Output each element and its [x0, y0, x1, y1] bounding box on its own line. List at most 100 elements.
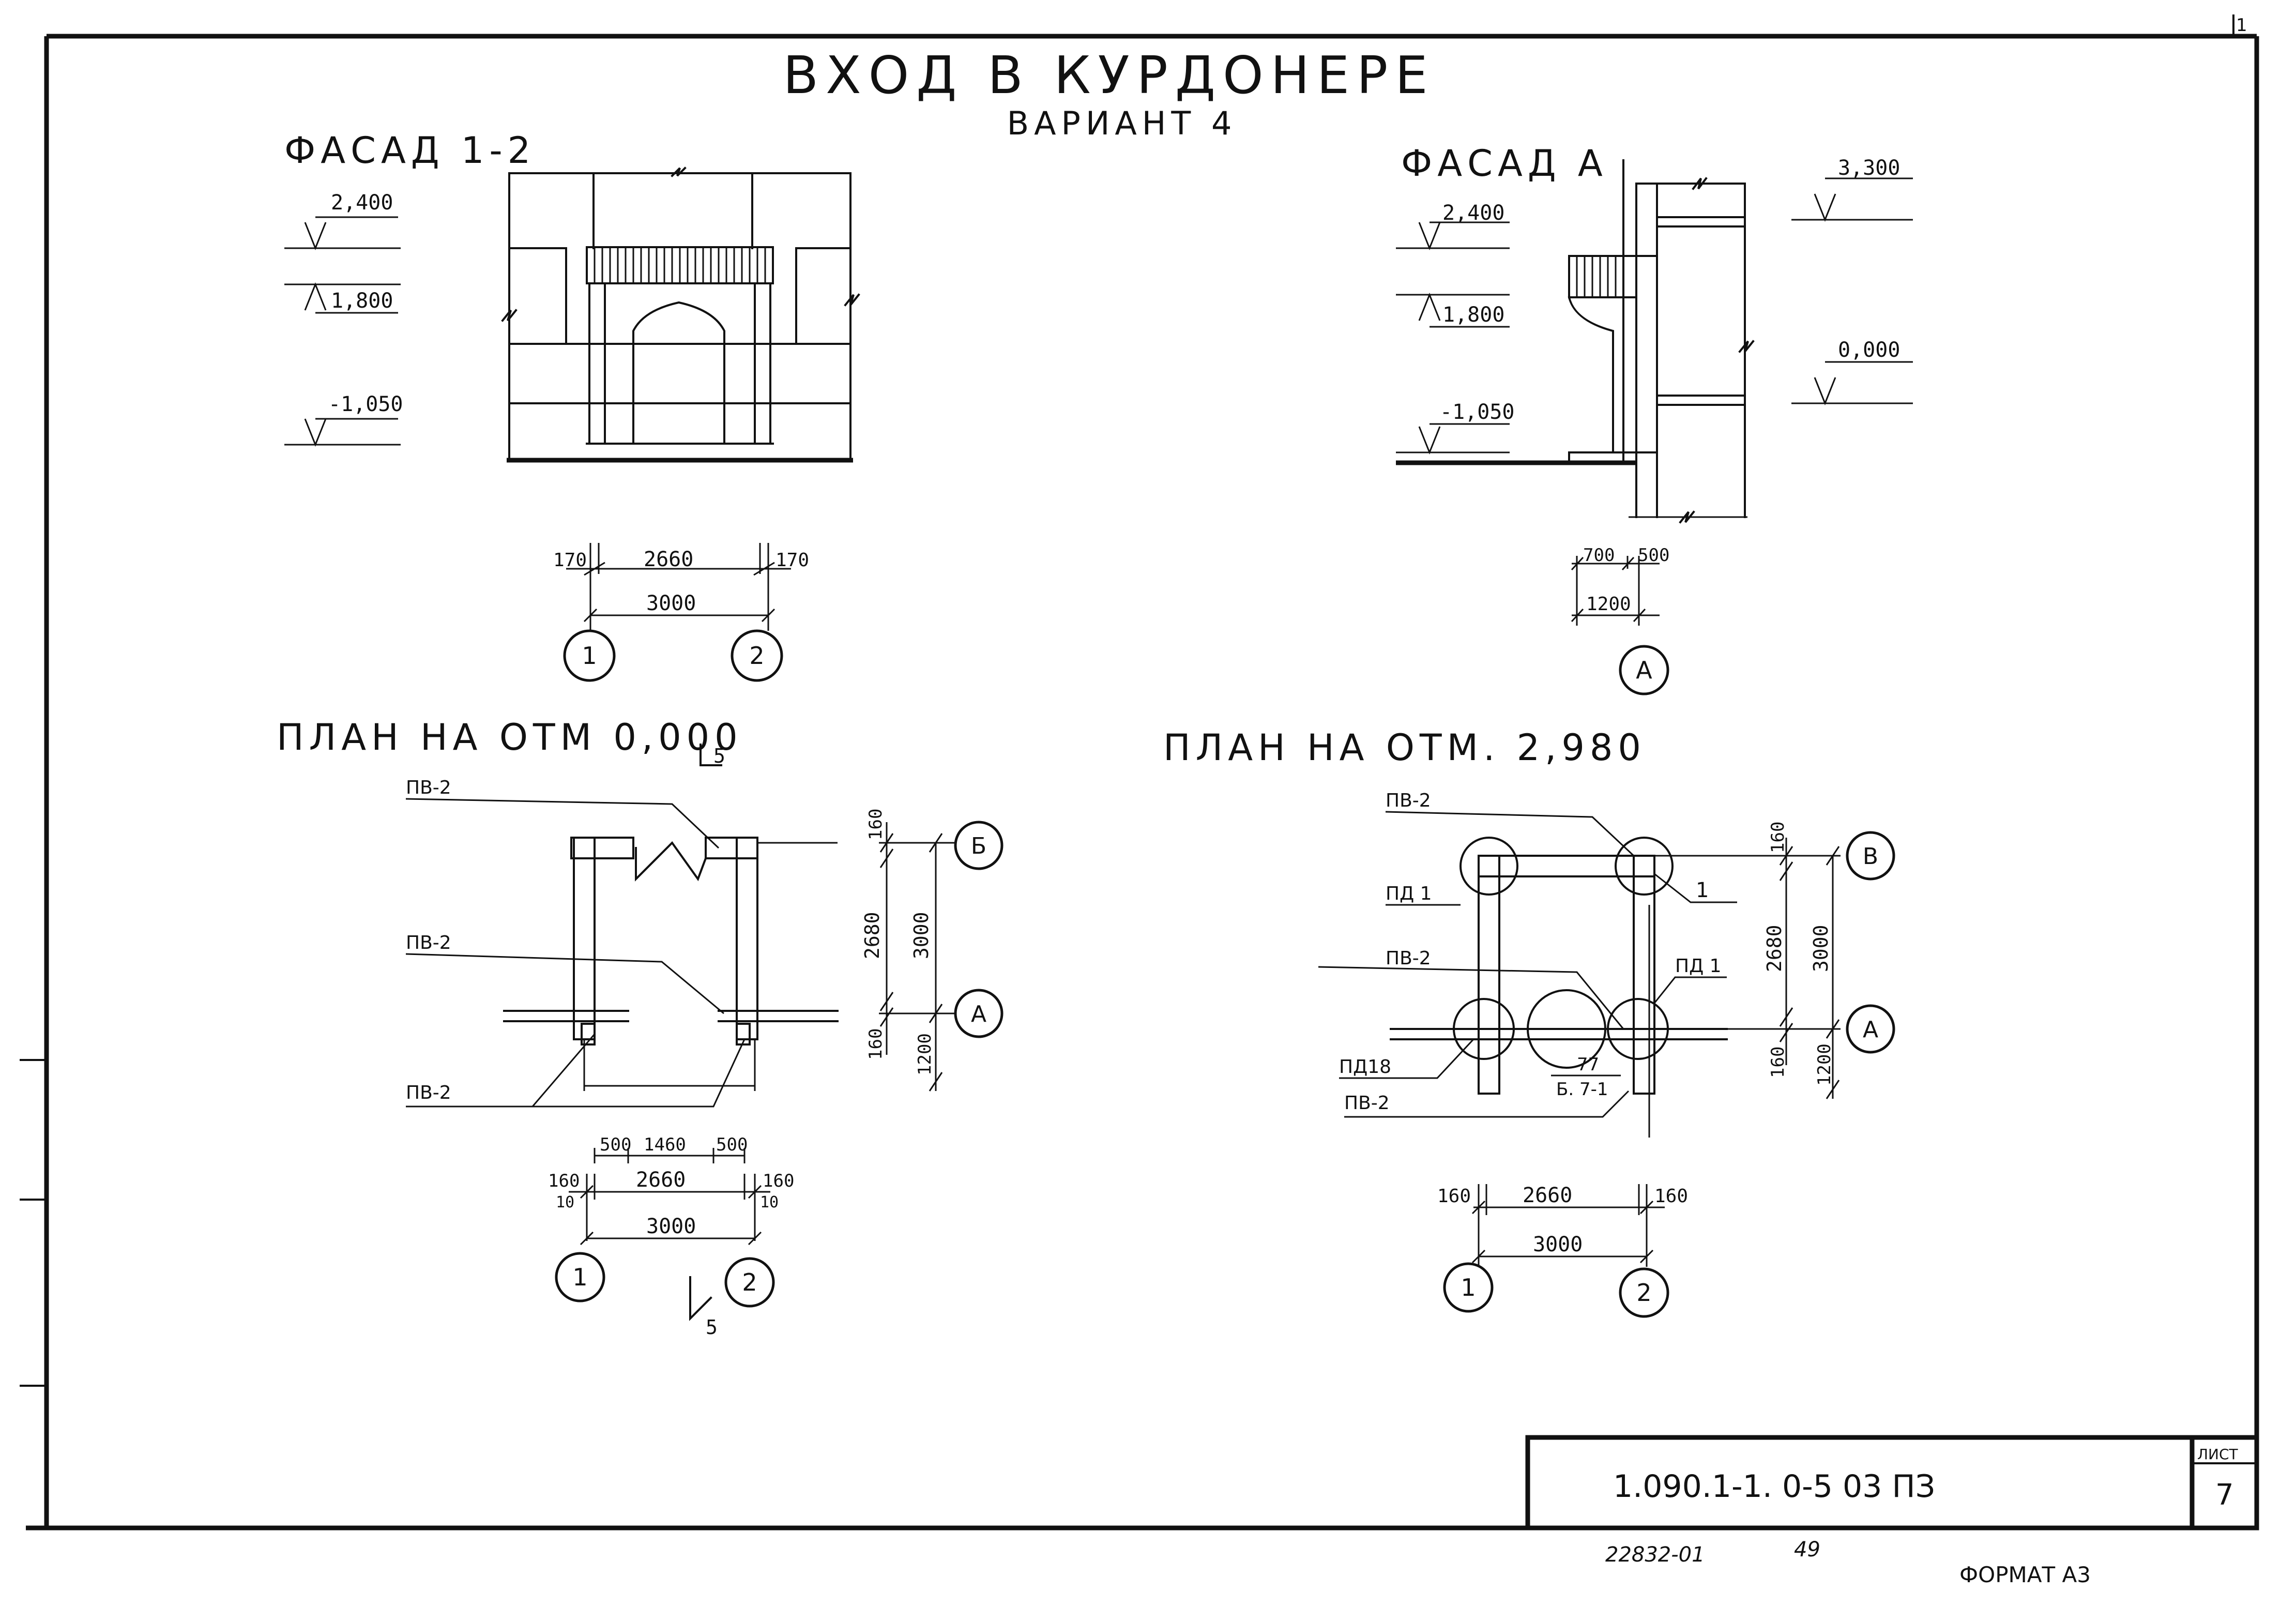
plan-0000-title: ПЛАН НА ОТМ 0,000	[277, 716, 743, 759]
dim-170-left: 170	[553, 550, 587, 571]
level-mark-2400: 2,400	[284, 191, 401, 251]
sheet-frame	[20, 14, 2259, 1531]
facade-1-2: ФАСАД 1-2 2,400 1,800 -1,050	[284, 129, 860, 682]
svg-text:160: 160	[548, 1171, 580, 1191]
axis-marker-2-plan2980: 2	[1619, 1267, 1669, 1318]
facade-a-title: ФАСАД А	[1401, 142, 1608, 185]
axis-marker-a-plan2980: А	[1846, 1004, 1895, 1054]
plan-0000-walls	[503, 837, 839, 1091]
plan-2980-horizontal-dims: 160 2660 160 3000	[1437, 1184, 1688, 1267]
canopy-hatch	[594, 248, 766, 282]
label-pv2-top-2980: ПВ-2	[1386, 790, 1431, 811]
axis-marker-v: В	[1846, 831, 1895, 881]
dim-700: 700	[1583, 545, 1615, 566]
archive-number: 22832-01	[1605, 1543, 1705, 1567]
sheet-label: ЛИСТ	[2197, 1446, 2239, 1463]
dim-3000: 3000	[646, 592, 696, 615]
svg-text:2: 2	[749, 642, 764, 670]
svg-text:1200: 1200	[1814, 1043, 1835, 1086]
svg-text:160: 160	[1437, 1186, 1471, 1207]
drawing-title: ВХОД В КУРДОНЕРЕ	[783, 45, 1435, 105]
svg-text:1460: 1460	[644, 1134, 686, 1155]
level-mark-a-2400: 2,400	[1396, 201, 1510, 251]
label-pd18: ПД18	[1339, 1056, 1391, 1078]
svg-text:3000: 3000	[1533, 1233, 1583, 1256]
axis-marker-b: Б	[941, 821, 1003, 870]
facade-1-2-dimensions: 170 2660 170 3000	[553, 543, 809, 631]
label-b71: Б. 7-1	[1556, 1079, 1608, 1100]
sheet-number: 7	[2215, 1478, 2234, 1512]
plan-2980-callouts: ПВ-2 ПД 1 1 ПВ-2 ПД 1 ПД18 77 Б. 7-1 ПВ-…	[1318, 790, 1737, 1118]
axis-marker-a: А	[1619, 645, 1669, 695]
level-mark-minus1050: -1,050	[284, 392, 403, 447]
label-pv2-mid-2980: ПВ-2	[1386, 948, 1431, 969]
footer: 22832-01 49 ФОРМАТ А3	[1605, 1538, 2091, 1587]
svg-text:1: 1	[582, 642, 597, 670]
axis-marker-2-plan0: 2	[724, 1257, 775, 1308]
svg-text:10: 10	[556, 1193, 574, 1211]
svg-text:160: 160	[1768, 1047, 1788, 1078]
axis-marker-2: 2	[731, 629, 783, 682]
svg-text:1,800: 1,800	[1442, 303, 1504, 327]
svg-text:1,800: 1,800	[331, 289, 393, 313]
plan-2980-vertical-dims: 160 2680 3000 160 1200	[1654, 822, 1841, 1099]
svg-text:2680: 2680	[861, 912, 884, 959]
facade-1-2-elevation	[501, 166, 860, 463]
svg-text:160: 160	[1768, 822, 1788, 853]
section-mark-top: 5	[713, 745, 725, 767]
svg-text:0,000: 0,000	[1838, 338, 1900, 362]
label-pv2-bot-2980: ПВ-2	[1344, 1093, 1390, 1114]
svg-text:1: 1	[1461, 1274, 1476, 1301]
plan-0000-horizontal-dims: 500 1460 500 160 10 2660 160 10 3000	[548, 1134, 794, 1246]
svg-text:-1,050: -1,050	[1440, 400, 1515, 424]
drawing-subtitle: ВАРИАНТ 4	[1007, 104, 1237, 142]
plan-0000: ПЛАН НА ОТМ 0,000 5 ПВ-2 ПВ-2 ПВ-2	[277, 716, 1003, 1339]
axis-marker-1: 1	[563, 629, 616, 682]
facade-a-section	[1396, 159, 1755, 524]
label-pv2-mid: ПВ-2	[406, 932, 451, 953]
axis-marker-1-plan0: 1	[555, 1252, 605, 1302]
dim-2660: 2660	[644, 548, 693, 571]
dim-170-right: 170	[776, 550, 809, 571]
svg-text:1200: 1200	[915, 1033, 935, 1075]
svg-text:160: 160	[763, 1171, 794, 1191]
dim-500: 500	[1638, 545, 1669, 566]
svg-text:Б: Б	[971, 833, 986, 859]
svg-text:А: А	[971, 1001, 986, 1027]
svg-text:2: 2	[1636, 1279, 1651, 1307]
level-mark-a-1800: 1,800	[1396, 292, 1510, 328]
level-mark-1800: 1,800	[284, 282, 401, 314]
paper-format: ФОРМАТ А3	[1959, 1562, 2091, 1587]
corner-mark: 1	[2236, 15, 2247, 36]
axis-marker-a-plan0: А	[941, 989, 1003, 1038]
plan-2980-title: ПЛАН НА ОТМ. 2,980	[1163, 726, 1646, 769]
svg-text:160: 160	[1654, 1186, 1688, 1207]
plan-2980: ПЛАН НА ОТМ. 2,980 ПВ-2 ПД 1 1 ПВ-2 ПД 1	[1163, 726, 1895, 1318]
archive-sub-number: 49	[1794, 1538, 1820, 1562]
svg-text:1: 1	[572, 1263, 587, 1291]
level-mark-a-0000: 0,000	[1791, 338, 1913, 406]
svg-text:А: А	[1863, 1017, 1878, 1043]
svg-text:3000: 3000	[1810, 925, 1832, 972]
label-pd1-left: ПД 1	[1386, 883, 1432, 904]
level-mark-a-3300: 3,300	[1791, 156, 1913, 222]
svg-text:2: 2	[742, 1268, 757, 1296]
axis-marker-1-plan2980: 1	[1443, 1262, 1494, 1313]
svg-text:2660: 2660	[1523, 1184, 1572, 1207]
label-1: 1	[1696, 878, 1709, 902]
svg-text:3000: 3000	[646, 1215, 696, 1238]
facade-a-dimensions: 700 500 1200	[1571, 545, 1669, 626]
document-code: 1.090.1-1. 0-5 03 ПЗ	[1613, 1468, 1935, 1505]
level-mark-a-minus1050: -1,050	[1396, 400, 1515, 455]
svg-text:10: 10	[760, 1193, 779, 1211]
title-block: 1.090.1-1. 0-5 03 ПЗ ЛИСТ 7	[1525, 1435, 2259, 1531]
svg-text:2,400: 2,400	[1442, 201, 1504, 225]
section-mark-bottom: 5	[706, 1316, 718, 1339]
svg-text:3,300: 3,300	[1838, 156, 1900, 180]
svg-text:500: 500	[600, 1134, 631, 1155]
svg-text:500: 500	[716, 1134, 748, 1155]
label-77: 77	[1577, 1054, 1599, 1075]
label-pv2-top: ПВ-2	[406, 777, 451, 798]
facade-a: ФАСАД А 2,400 1,800 -1,050 3,300	[1396, 142, 1913, 695]
